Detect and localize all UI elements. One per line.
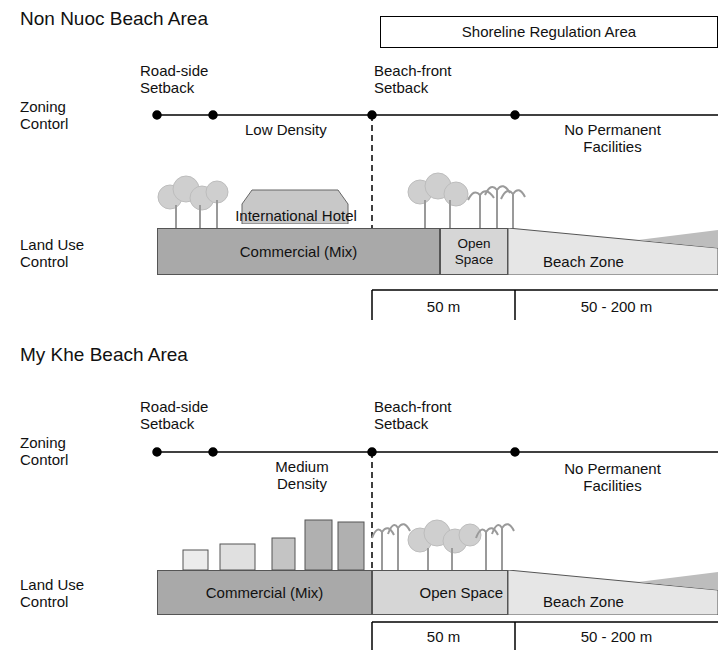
- open-space-band: Open Space: [440, 228, 508, 275]
- zone-note: No Permanent Facilities: [545, 121, 680, 156]
- sea-wedge: [638, 230, 718, 248]
- zone-note: No Permanent Facilities: [545, 460, 680, 495]
- commercial-band: Commercial (Mix): [157, 570, 372, 615]
- sea-wedge: [638, 572, 718, 590]
- row-label: Land Use Control: [20, 236, 100, 271]
- setback-label: Beach-front Setback: [374, 62, 474, 97]
- zone-text: Beach Zone: [543, 253, 624, 270]
- density-label: Low Density: [245, 121, 327, 138]
- dimension-label: 50 m: [372, 628, 515, 645]
- regulation-area-box: Shoreline Regulation Area: [380, 16, 718, 48]
- row-label: Zoning Contorl: [20, 434, 90, 469]
- setback-label: Road-side Setback: [140, 398, 225, 433]
- dimension-label: 50 m: [372, 298, 515, 315]
- zone-text: International Hotel: [235, 207, 357, 224]
- zone-text: Beach Zone: [543, 593, 624, 610]
- zone-text: Commercial (Mix): [240, 243, 358, 260]
- beach-slope: [508, 228, 718, 275]
- beach-zone-band: Beach Zone: [508, 570, 718, 615]
- density-label: Medium Density: [262, 458, 342, 493]
- beach-zone-band: Beach Zone: [508, 228, 718, 275]
- zone-text: Commercial (Mix): [206, 584, 324, 601]
- commercial-band: Commercial (Mix): [157, 228, 440, 275]
- open-space-band: Open Space: [372, 570, 508, 615]
- zone-text: Open Space: [441, 236, 507, 267]
- dimension-label: 50 - 200 m: [515, 628, 718, 645]
- row-label: Zoning Contorl: [20, 98, 90, 133]
- setback-label: Road-side Setback: [140, 62, 225, 97]
- zone-text: Shoreline Regulation Area: [462, 23, 636, 40]
- hotel-building: International Hotel: [228, 186, 364, 224]
- dimension-label: 50 - 200 m: [515, 298, 718, 315]
- panel-heading: Non Nuoc Beach Area: [20, 8, 208, 30]
- beach-slope: [508, 570, 718, 615]
- panel-heading: My Khe Beach Area: [20, 344, 188, 366]
- zone-text: Open Space: [420, 584, 503, 601]
- setback-label: Beach-front Setback: [374, 398, 474, 433]
- row-label: Land Use Control: [20, 576, 100, 611]
